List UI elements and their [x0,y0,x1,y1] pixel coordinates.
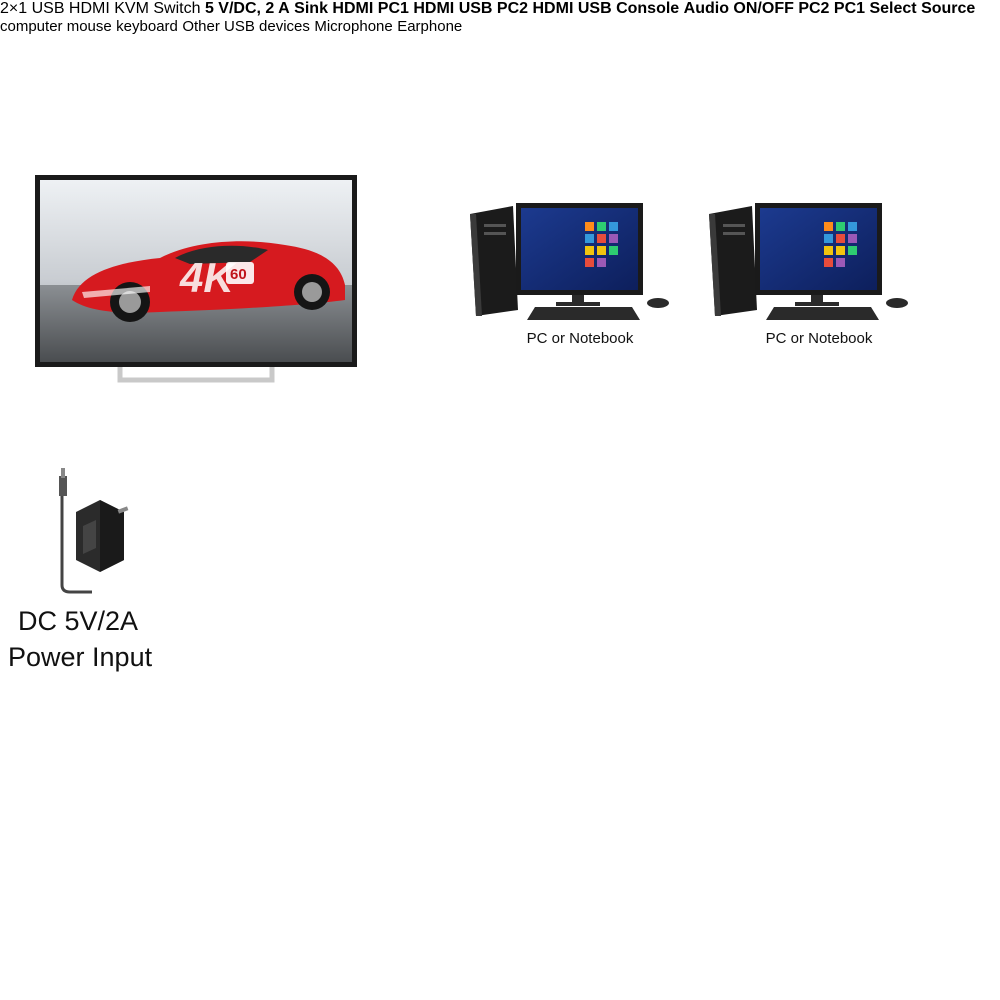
peripheral-label-microphone: Microphone [314,18,393,35]
sink-label: Sink [294,0,328,17]
kvm-switch-device: 2×1 USB HDMI KVM Switch [0,0,205,17]
pc2-hdmi-label: HDMI [532,0,574,17]
pc2-usb-label: USB [577,0,612,17]
source-label: Source [921,0,976,17]
pc1-led: Source computer mouse [0,0,976,672]
power-adapter [59,468,129,594]
power-input-label-line2: Power Input [8,642,153,672]
pc2-group-label: PC2 [496,0,529,17]
monitor-stand [117,367,275,383]
source-group: PC2 PC1 Select Source comput [0,0,976,672]
select-label: Select [869,0,917,17]
peripheral-label-keyboard: keyboard [116,18,178,35]
audio-led: PC2 PC1 Select Source comput [0,0,976,672]
peripheral-label-earphone: Earphone [397,18,463,35]
power-port-label: 5 V/DC, 2 A [204,0,290,17]
computer-pc1: PC or Notebook [470,203,669,347]
badge-60: 60 [230,266,247,283]
badge-60-bg [226,262,254,284]
audio-label: Audio ON/OFF [683,0,794,17]
pc2-label: PC or Notebook [766,330,873,347]
sink-hdmi-label: HDMI [332,0,374,17]
pc1-hdmi-label: HDMI [413,0,455,17]
device-top-label: 2×1 USB HDMI KVM Switch [0,0,201,17]
peripheral-label-mouse: computer mouse [0,18,112,35]
monitor: 4K 60 [35,175,357,383]
pc1-group-label: PC1 [377,0,409,17]
audio-group: Audio ON/OFF PC2 PC1 Select Source [0,0,976,672]
computer-pc2: PC or Notebook [709,203,908,347]
led-pc1-label: PC1 [833,0,866,17]
power-input-label-line1: DC 5V/2A [18,606,139,636]
pc1-usb-label: USB [458,0,493,17]
car-image [72,241,345,322]
led-pc2-label: PC2 [798,0,830,17]
peripheral-label-usb: Other USB devices [182,18,310,35]
pc2-led: Source computer mouse [0,0,976,672]
console-label: Console [616,0,680,17]
pc1-label: PC or Notebook [527,330,634,347]
